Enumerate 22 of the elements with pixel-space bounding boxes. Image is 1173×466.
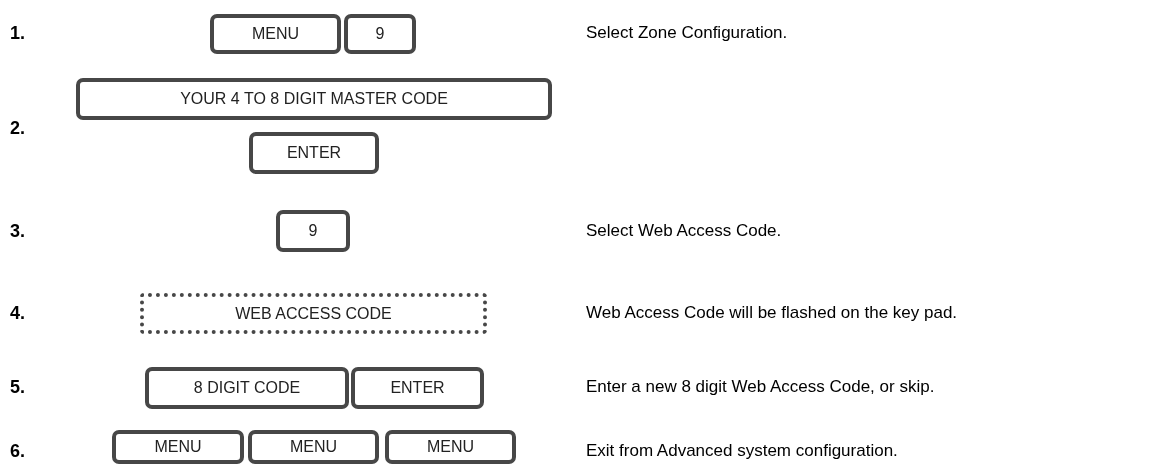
display-field: WEB ACCESS CODE	[140, 293, 487, 334]
step-description: Enter a new 8 digit Web Access Code, or skip.	[586, 377, 935, 397]
key-button: 9	[276, 210, 350, 252]
step-description: Select Web Access Code.	[586, 221, 782, 241]
key-button: MENU	[210, 14, 341, 54]
key-button: MENU	[385, 430, 516, 464]
step-number: 6.	[10, 440, 25, 462]
key-button: ENTER	[351, 367, 484, 409]
step-number: 4.	[10, 302, 25, 324]
key-button: MENU	[112, 430, 244, 464]
step-description: Web Access Code will be flashed on the key pad.	[586, 303, 958, 323]
step-description: Exit from Advanced system configuration.	[586, 441, 898, 461]
step-number: 2.	[10, 117, 25, 139]
key-button: YOUR 4 TO 8 DIGIT MASTER CODE	[76, 78, 552, 120]
key-button: ENTER	[249, 132, 379, 174]
step-number: 1.	[10, 22, 25, 44]
step-description: Select Zone Configuration.	[586, 23, 788, 43]
step-number: 5.	[10, 376, 25, 398]
key-button: 8 DIGIT CODE	[145, 367, 349, 409]
key-button: MENU	[248, 430, 379, 464]
key-button: 9	[344, 14, 416, 54]
step-number: 3.	[10, 220, 25, 242]
